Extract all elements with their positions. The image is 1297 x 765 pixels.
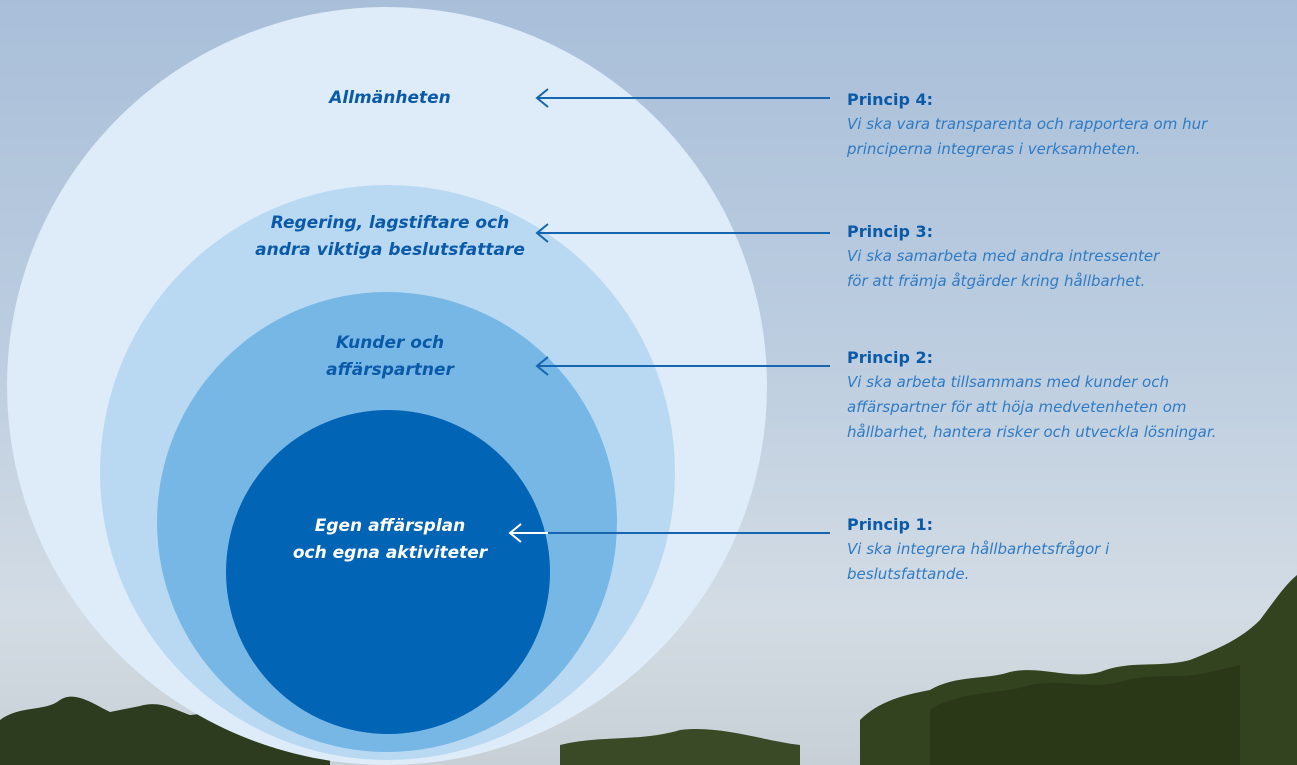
principle-3-text: Vi ska samarbeta med andra intressenter … [847, 247, 1160, 290]
principle-4: Princip 4: Vi ska vara transparenta och … [847, 88, 1297, 162]
principle-3: Princip 3: Vi ska samarbeta med andra in… [847, 220, 1267, 294]
label-allmanheten: Allmänheten [329, 88, 451, 108]
arrow-princip-1 [508, 523, 830, 543]
principle-2: Princip 2: Vi ska arbeta tillsammans med… [847, 346, 1297, 445]
label-regering: Regering, lagstiftare och andra viktiga … [255, 213, 525, 260]
principle-1: Princip 1: Vi ska integrera hållbarhetsf… [847, 513, 1267, 587]
arrow-princip-4 [535, 88, 830, 108]
principle-1-text: Vi ska integrera hållbarhetsfrågor i bes… [847, 540, 1110, 583]
label-kunder: Kunder och affärspartner [326, 333, 454, 380]
principle-2-text: Vi ska arbeta tillsammans med kunder och… [847, 373, 1217, 441]
label-egen-affarsplan: Egen affärsplan och egna aktiviteter [292, 516, 488, 563]
inner-circle-own-business [226, 410, 550, 734]
arrow-princip-3 [535, 223, 830, 243]
principle-2-title: Princip 2: [847, 348, 934, 367]
principle-4-text: Vi ska vara transparenta och rapportera … [847, 115, 1208, 158]
arrow-princip-2 [535, 356, 830, 376]
principle-4-title: Princip 4: [847, 90, 934, 109]
principle-1-title: Princip 1: [847, 515, 934, 534]
principle-3-title: Princip 3: [847, 222, 934, 241]
